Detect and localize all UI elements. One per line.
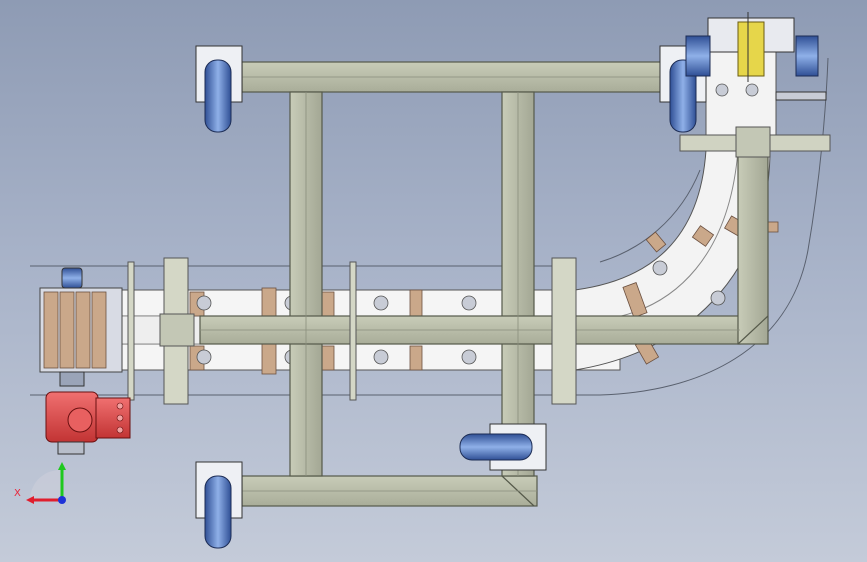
tensioner-assembly [685,12,827,101]
caster-bottom-left [195,461,243,549]
upper-cross-bar [679,126,831,158]
caster-wheels [195,45,707,549]
coordinate-triad: X [14,462,66,504]
x-axis-label: X [14,488,21,499]
z-axis-dot [58,496,66,504]
drive-pulley-assembly [39,267,123,387]
support-frame [199,61,769,507]
gear-motor [45,391,131,455]
caster-middle-right [459,423,547,471]
caster-top-left [195,45,243,133]
rail-clamps [127,257,577,405]
track-holes [196,83,759,365]
